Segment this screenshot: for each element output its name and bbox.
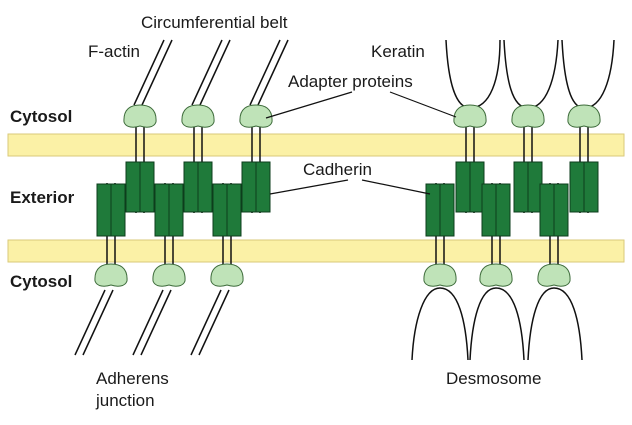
desmosome-adapter-bottom-3: [537, 263, 571, 287]
keratin-bottom-5: [527, 287, 555, 361]
adherens-adapter-bottom-3: [210, 263, 244, 287]
desmosome-adapter-bottom-2: [479, 263, 513, 287]
adapter-layer: [94, 104, 601, 287]
adherens-adapter-bottom-1: [94, 263, 128, 287]
label-keratin: Keratin: [371, 42, 425, 61]
f-actin-bottom-2-a: [132, 289, 164, 356]
label-cadherin: Cadherin: [303, 160, 372, 179]
desmosome-adapter-top-2: [511, 104, 545, 128]
f-actin-top-2-b: [199, 39, 231, 106]
adherens-adapter-top-3: [239, 104, 273, 128]
keratin-top-3: [503, 39, 529, 109]
f-actin-top-3-a: [249, 39, 281, 106]
keratin-top-4: [527, 39, 559, 109]
desmosome-adapter-top-1: [453, 104, 487, 128]
label-desmosome: Desmosome: [446, 369, 542, 388]
label-f-actin: F-actin: [88, 42, 140, 61]
keratin-bottom-1: [411, 287, 441, 361]
label-circumferential-belt: Circumferential belt: [141, 13, 288, 32]
f-actin-bottom-2-b: [140, 289, 172, 356]
cadherin-leader-right: [361, 179, 431, 195]
keratin-top-6: [583, 39, 615, 109]
filament-layer: [74, 39, 615, 361]
membrane-top: [7, 133, 625, 157]
label-adherens-junction-1: Adherens: [96, 369, 169, 388]
adherens-adapter-top-1: [123, 104, 157, 128]
keratin-bottom-2: [439, 287, 469, 361]
keratin-top-5: [561, 39, 585, 109]
f-actin-top-3-b: [257, 39, 289, 106]
adherens-adapter-top-2: [181, 104, 215, 128]
f-actin-top-1-a: [133, 39, 165, 106]
label-adherens-junction-2: junction: [96, 391, 155, 410]
label-adapter-proteins: Adapter proteins: [288, 72, 413, 91]
cadherin-layer: [96, 161, 599, 237]
keratin-bottom-6: [553, 287, 583, 361]
keratin-bottom-3: [469, 287, 497, 361]
f-actin-top-1-b: [141, 39, 173, 106]
cadherin-leader-left: [269, 179, 349, 195]
keratin-top-1: [445, 39, 471, 109]
leader-lines: [265, 91, 457, 195]
f-actin-bottom-1-a: [74, 289, 106, 356]
keratin-bottom-4: [495, 287, 525, 361]
f-actin-bottom-3-b: [198, 289, 230, 356]
f-actin-top-2-a: [191, 39, 223, 106]
adapter-leader-left: [265, 91, 353, 119]
adherens-adapter-bottom-2: [152, 263, 186, 287]
adapter-leader-right: [389, 91, 457, 118]
f-actin-bottom-3-a: [190, 289, 222, 356]
desmosome-adapter-bottom-1: [423, 263, 457, 287]
label-cytosol-bottom: Cytosol: [10, 272, 73, 291]
membrane-bottom: [7, 239, 625, 263]
label-exterior: Exterior: [10, 188, 75, 207]
f-actin-bottom-1-b: [82, 289, 114, 356]
keratin-top-2: [469, 39, 501, 109]
label-cytosol-top: Cytosol: [10, 107, 73, 126]
desmosome-adapter-top-3: [567, 104, 601, 128]
